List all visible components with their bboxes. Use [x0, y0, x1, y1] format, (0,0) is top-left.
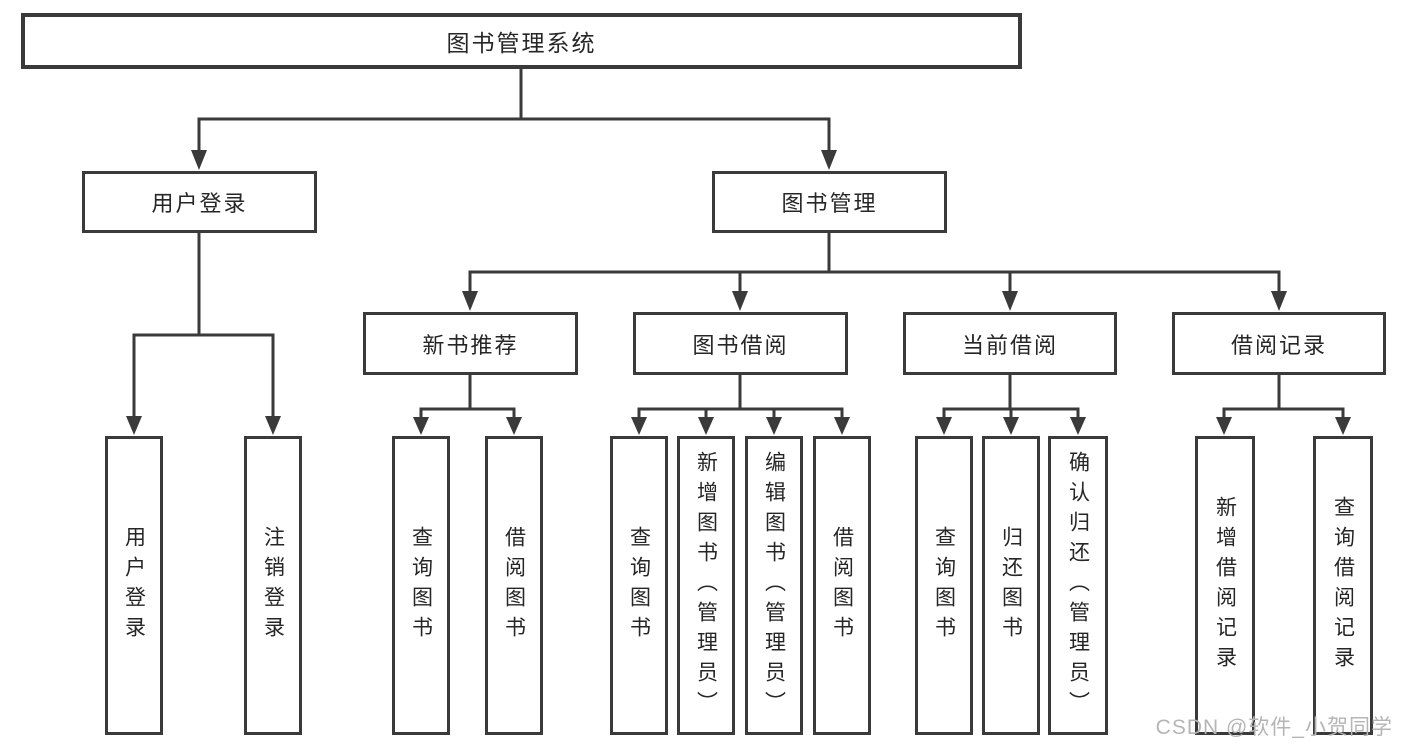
- node-label: 借阅记录: [1230, 332, 1327, 358]
- node-label: 查询图书: [409, 525, 433, 646]
- leaf-query-books: 查询图书: [610, 436, 668, 735]
- leaf-query-books: 查询图书: [392, 436, 450, 735]
- node-book-borrowing: 图书借阅: [633, 312, 848, 375]
- connector-user-login-children: [126, 233, 281, 435]
- node-label: 编辑图书（管理员）: [762, 450, 786, 721]
- leaf-edit-books-admin: 编辑图书（管理员）: [745, 436, 803, 735]
- connector-book-mgmt-children: [462, 233, 1287, 311]
- leaf-borrow-books: 借阅图书: [485, 436, 543, 735]
- leaf-add-books-admin: 新增图书（管理员）: [677, 436, 735, 735]
- node-label: 查询图书: [627, 525, 651, 646]
- leaf-add-borrow-record: 新增借阅记录: [1195, 436, 1255, 735]
- leaf-user-login: 用户登录: [105, 436, 163, 735]
- node-user-login: 用户登录: [82, 171, 317, 233]
- leaf-return-books: 归还图书: [982, 436, 1040, 735]
- connector-book-borrow-children: [631, 375, 850, 435]
- connector-current-borrow-children: [936, 375, 1086, 435]
- node-label: 新书推荐: [422, 332, 519, 358]
- node-label: 新增图书（管理员）: [694, 450, 718, 721]
- node-current-borrowing: 当前借阅: [903, 312, 1117, 375]
- leaf-borrow-books: 借阅图书: [813, 436, 871, 735]
- node-label: 新增借阅记录: [1213, 495, 1237, 676]
- node-label: 注销登录: [261, 525, 285, 646]
- node-new-book-recommendation: 新书推荐: [363, 312, 578, 375]
- node-root-system: 图书管理系统: [21, 13, 1022, 69]
- node-label: 查询借阅记录: [1331, 495, 1355, 676]
- leaf-query-books: 查询图书: [915, 436, 973, 735]
- connector-new-book-children: [413, 375, 522, 435]
- connector-root-to-level2: [191, 69, 837, 170]
- node-label: 查询图书: [932, 525, 956, 646]
- leaf-confirm-return-admin: 确认归还（管理员）: [1048, 436, 1108, 735]
- node-borrowing-records: 借阅记录: [1172, 312, 1386, 375]
- node-label: 图书管理系统: [446, 30, 597, 56]
- connector-borrow-records-children: [1216, 375, 1351, 435]
- node-label: 归还图书: [999, 525, 1023, 646]
- node-label: 确认归还（管理员）: [1066, 450, 1090, 721]
- node-label: 用户登录: [151, 191, 248, 216]
- node-label: 用户登录: [122, 525, 146, 646]
- node-label: 借阅图书: [830, 525, 854, 646]
- node-label: 图书管理: [781, 191, 878, 216]
- node-label: 借阅图书: [502, 525, 526, 646]
- node-book-management: 图书管理: [712, 171, 947, 233]
- node-label: 当前借阅: [961, 332, 1058, 358]
- leaf-logout: 注销登录: [244, 436, 302, 735]
- csdn-watermark: CSDN @软件_小贺同学: [1155, 716, 1393, 739]
- leaf-query-borrow-record: 查询借阅记录: [1313, 436, 1373, 735]
- node-label: 图书借阅: [692, 332, 789, 358]
